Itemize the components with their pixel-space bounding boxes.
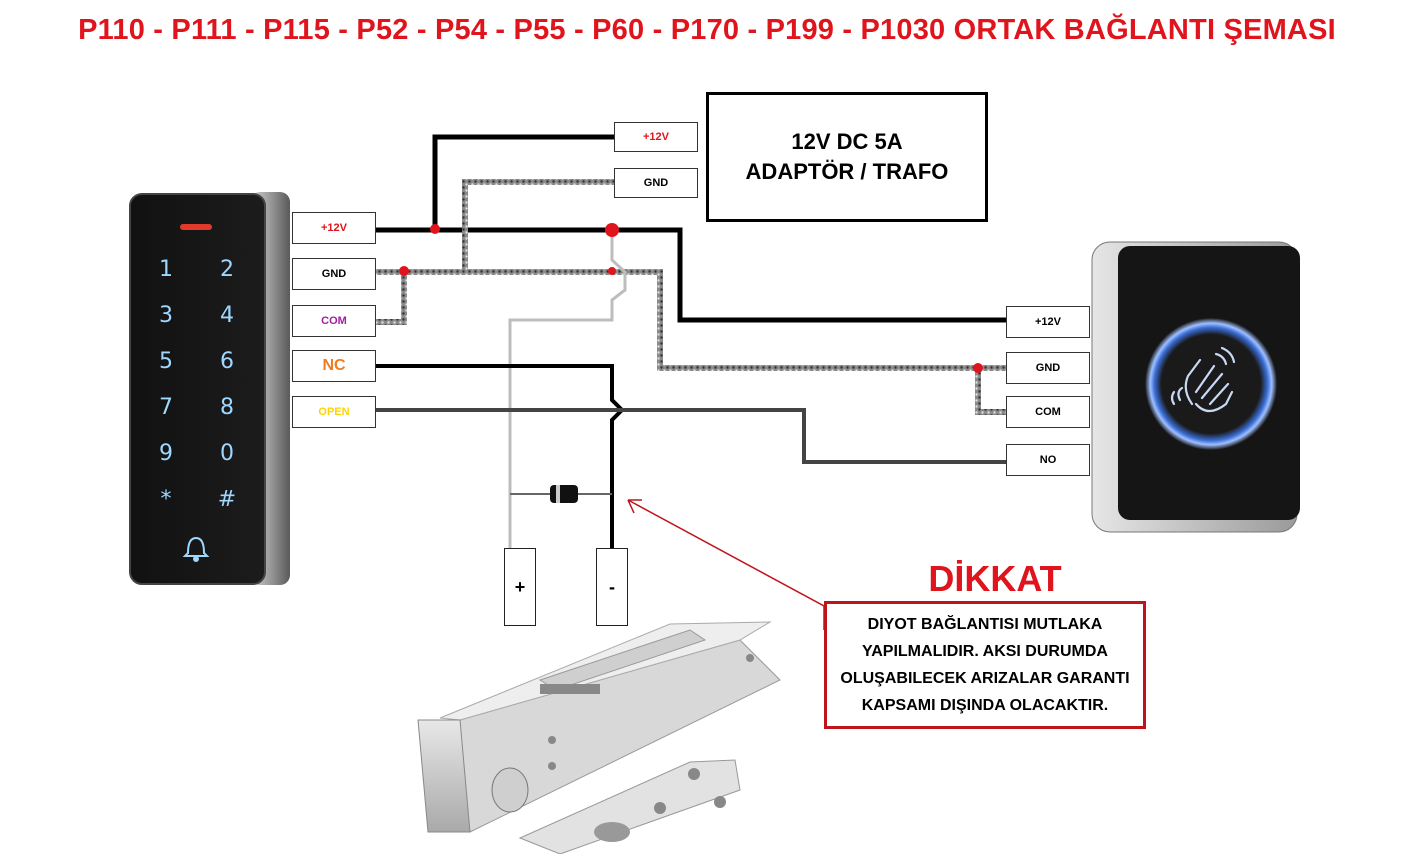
adaptor-line1: 12V DC 5A: [791, 129, 903, 154]
gnd-wires: [375, 179, 1006, 415]
keypad-open-terminal: OPEN: [292, 396, 376, 428]
keypad-key-8: 8: [220, 395, 234, 420]
diode-icon: [510, 485, 612, 503]
keypad-com-terminal: COM: [292, 305, 376, 337]
warning-line: KAPSAMI DIŞINDA OLACAKTIR.: [861, 697, 1109, 714]
keypad-key-1: 1: [159, 257, 173, 282]
keypad-gnd-terminal: GND: [292, 258, 376, 290]
keypad-key-hash: #: [218, 487, 236, 512]
keypad-key-0: 0: [220, 441, 234, 466]
keypad-device: 1 2 3 4 5 6 7 8 9 0 * #: [129, 192, 290, 585]
warning-line: YAPILMALIDIR. AKSI DURUMDA: [862, 643, 1108, 660]
adaptor-box: 12V DC 5A ADAPTÖR / TRAFO: [706, 92, 988, 222]
warning-arrow-icon: [627, 499, 825, 630]
keypad-key-5: 5: [159, 349, 173, 374]
lock-minus-terminal: -: [596, 548, 628, 626]
exit-no-terminal: NO: [1006, 444, 1090, 476]
warning-line: OLUŞABILECEK ARIZALAR GARANTI: [840, 670, 1130, 687]
exit-com-terminal: COM: [1006, 396, 1090, 428]
keypad-key-2: 2: [220, 257, 234, 282]
bell-icon: [182, 536, 210, 562]
lock-plus-wire: [508, 230, 627, 548]
keypad-plus12v-terminal: +12V: [292, 212, 376, 244]
open-wire: [375, 408, 1006, 464]
plus12v-wires: [375, 134, 1006, 323]
keypad-key-3: 3: [159, 303, 173, 328]
warning-line: DIYOT BAĞLANTISI MUTLAKA: [867, 616, 1103, 633]
warning-box: DIYOT BAĞLANTISI MUTLAKA YAPILMALIDIR. A…: [824, 601, 1146, 729]
hand-wave-icon: [1170, 346, 1236, 413]
keypad-key-star: *: [161, 487, 172, 512]
exit-gnd-terminal: GND: [1006, 352, 1090, 384]
adaptor-gnd-terminal: GND: [614, 168, 698, 198]
keypad-key-4: 4: [220, 303, 234, 328]
nc-wire: [375, 364, 625, 548]
electric-bolt-lock: [417, 621, 781, 854]
lock-plus-terminal: +: [504, 548, 536, 626]
keypad-nc-terminal: NC: [292, 350, 376, 382]
keypad-key-7: 7: [159, 395, 173, 420]
adaptor-line2: ADAPTÖR / TRAFO: [745, 159, 949, 184]
exit-plus12v-terminal: +12V: [1006, 306, 1090, 338]
exit-button-device: [1091, 241, 1300, 533]
adaptor-plus12v-terminal: +12V: [614, 122, 698, 152]
page-title: P110 - P111 - P115 - P52 - P54 - P55 - P…: [78, 14, 1336, 46]
junction-dots: [399, 223, 983, 373]
keypad-key-9: 9: [159, 441, 173, 466]
keypad-key-6: 6: [220, 349, 234, 374]
warning-title: DİKKAT: [928, 558, 1062, 599]
status-led-icon: [180, 224, 212, 230]
